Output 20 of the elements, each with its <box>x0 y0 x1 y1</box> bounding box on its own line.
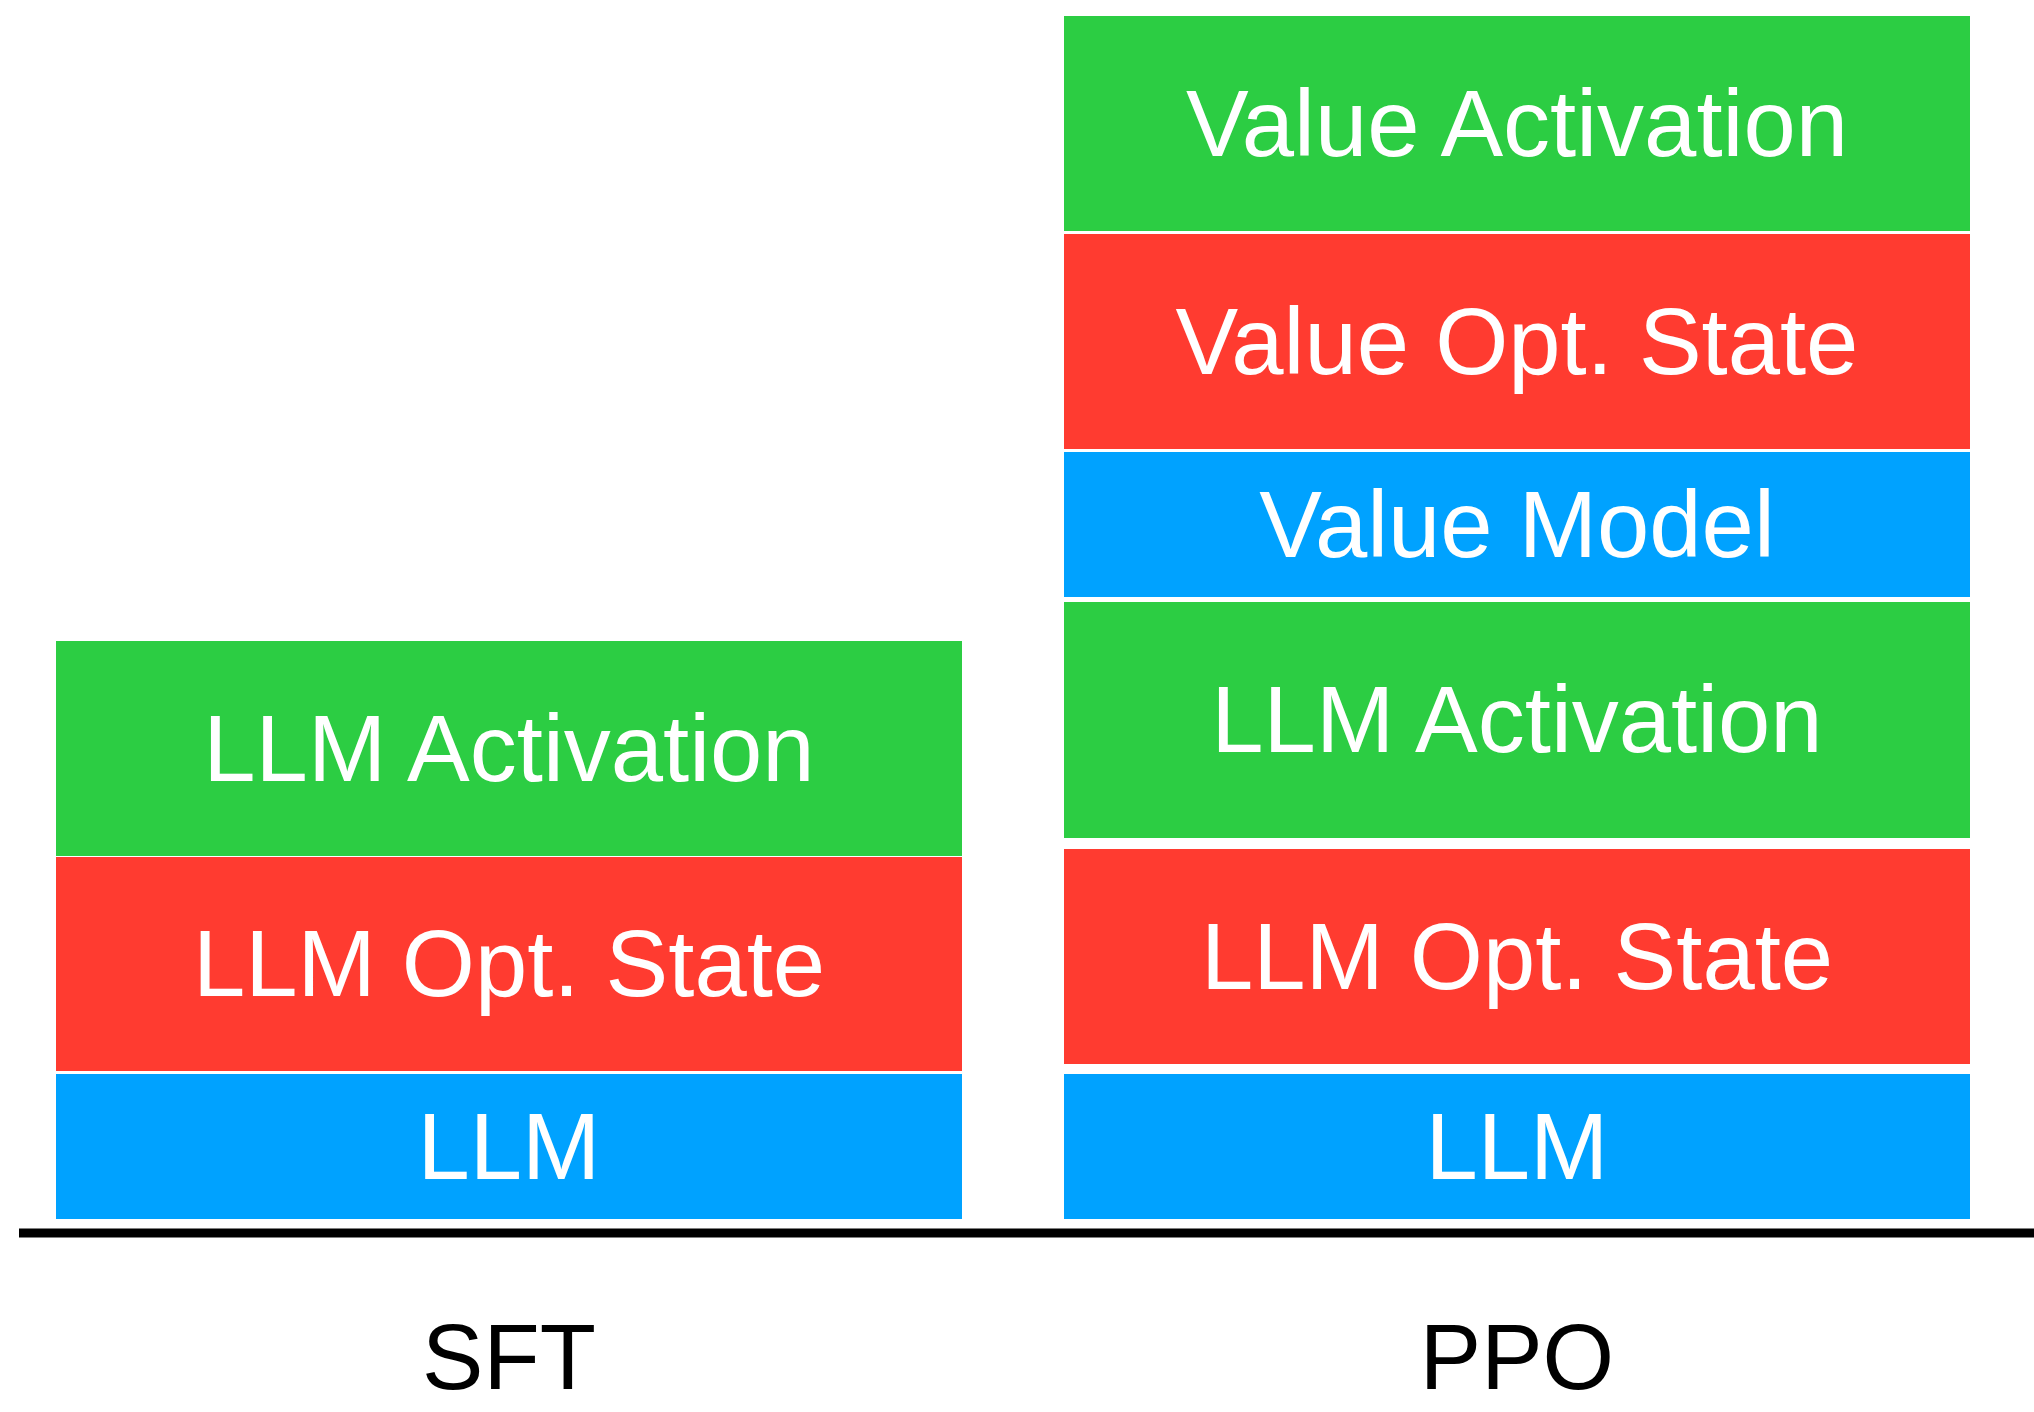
block-label: LLM Opt. State <box>192 910 826 1018</box>
optimizer-state-block <box>1064 849 1970 1064</box>
optimizer-state-block <box>1064 234 1970 449</box>
activation-block <box>1064 602 1970 838</box>
block-label: Value Activation <box>1186 69 1848 178</box>
block-label: LLM Activation <box>1211 666 1823 774</box>
activation-block <box>56 641 962 856</box>
activation-block <box>1064 16 1970 231</box>
block-label: Value Model <box>1259 470 1775 579</box>
optimizer-state-block <box>56 857 962 1071</box>
block-label: Value Opt. State <box>1175 287 1859 396</box>
block-label: LLM Activation <box>203 694 815 803</box>
block-label: LLM <box>1425 1092 1609 1201</box>
block-label: LLM Opt. State <box>1200 902 1834 1011</box>
block-label: LLM <box>417 1092 601 1201</box>
column-label: PPO <box>1419 1305 1615 1410</box>
column-label: SFT <box>422 1305 596 1410</box>
model-block <box>1064 1074 1970 1219</box>
model-block <box>1064 452 1970 597</box>
model-block <box>56 1074 962 1219</box>
